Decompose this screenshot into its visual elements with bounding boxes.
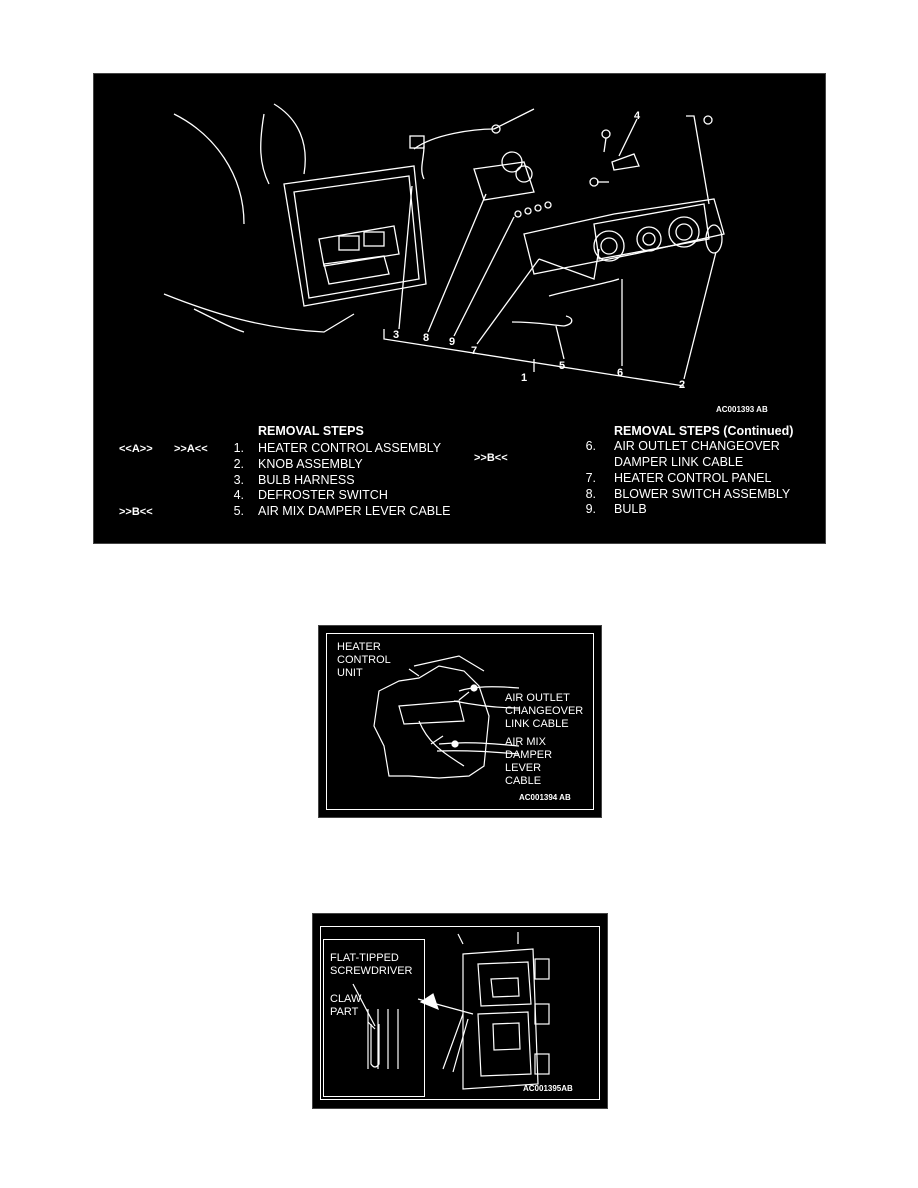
- callout-8: 8: [423, 332, 430, 344]
- callout-3: 3: [393, 329, 400, 341]
- screwdriver-label: FLAT-TIPPED SCREWDRIVER: [330, 952, 413, 977]
- figure-id: AC001393 AB: [716, 405, 768, 414]
- step-text: AIR OUTLET CHANGEOVER: [614, 439, 780, 453]
- step-text: HEATER CONTROL ASSEMBLY: [258, 441, 442, 455]
- step-text: BULB: [614, 502, 647, 516]
- step-number: 8.: [585, 487, 596, 501]
- callout-1: 1: [521, 372, 528, 384]
- service-tag-b: >>B<<: [119, 506, 153, 518]
- callout-2: 2: [679, 379, 686, 391]
- service-tag-a-right: >>A<<: [174, 443, 208, 455]
- callout-6: 6: [617, 367, 624, 379]
- removal-steps-continued-header: REMOVAL STEPS (Continued): [614, 424, 794, 438]
- step-text: BULB HARNESS: [258, 473, 355, 487]
- callout-5: 5: [559, 360, 566, 372]
- step-number: 2.: [233, 457, 244, 471]
- cable-connection-figure: HEATER CONTROL UNIT AIR OUTLET CHANGEOVE…: [318, 625, 602, 818]
- heater-control-exploded-drawing: [163, 103, 725, 387]
- air-outlet-cable-label: AIR OUTLET CHANGEOVER LINK CABLE: [505, 692, 584, 730]
- callout-4: 4: [634, 110, 641, 122]
- step-text: KNOB ASSEMBLY: [258, 457, 363, 471]
- step-text: AIR MIX DAMPER LEVER CABLE: [258, 504, 451, 518]
- detail-inset: [323, 939, 425, 1097]
- step-number: 5.: [233, 504, 244, 518]
- heater-control-unit-drawing: [373, 655, 520, 779]
- service-tag-b: >>B<<: [474, 452, 508, 464]
- figure-frame: [326, 633, 594, 810]
- step-text: DEFROSTER SWITCH: [258, 488, 388, 502]
- exploded-view-figure: 3 8 9 7 5 6 1 2 4 AC001393 AB REMOVAL ST…: [93, 73, 826, 544]
- figure-id: AC001394 AB: [519, 793, 571, 802]
- removal-steps-continued-list: REMOVAL STEPS (Continued) >>B<< 6. AIR O…: [464, 424, 824, 534]
- heater-control-unit-label: HEATER CONTROL UNIT: [337, 641, 391, 679]
- claw-release-figure: FLAT-TIPPED SCREWDRIVER CLAW PART AC0013…: [312, 913, 608, 1109]
- step-number: 9.: [585, 502, 596, 516]
- removal-steps-list: REMOVAL STEPS <<A>> >>A<< >>B<< 1. HEATE…: [94, 424, 474, 534]
- step-number: 4.: [233, 488, 244, 502]
- air-mix-cable-label: AIR MIX DAMPER LEVER CABLE: [505, 736, 553, 787]
- step-text: BLOWER SWITCH ASSEMBLY: [614, 487, 791, 501]
- figure-id: AC001395AB: [523, 1084, 573, 1093]
- callout-7: 7: [471, 345, 478, 357]
- step-text-continuation: DAMPER LINK CABLE: [614, 455, 744, 469]
- claw-part-label: CLAW PART: [330, 993, 362, 1018]
- service-tag-a-left: <<A>>: [119, 443, 153, 455]
- removal-steps-header: REMOVAL STEPS: [258, 424, 364, 438]
- step-number: 7.: [585, 471, 596, 485]
- figure-frame: [320, 926, 600, 1100]
- step-number: 3.: [233, 473, 244, 487]
- callout-9: 9: [449, 336, 456, 348]
- step-number: 1.: [233, 441, 244, 455]
- step-number: 6.: [585, 439, 596, 453]
- step-text: HEATER CONTROL PANEL: [614, 471, 772, 485]
- claw-release-drawing: [352, 932, 550, 1090]
